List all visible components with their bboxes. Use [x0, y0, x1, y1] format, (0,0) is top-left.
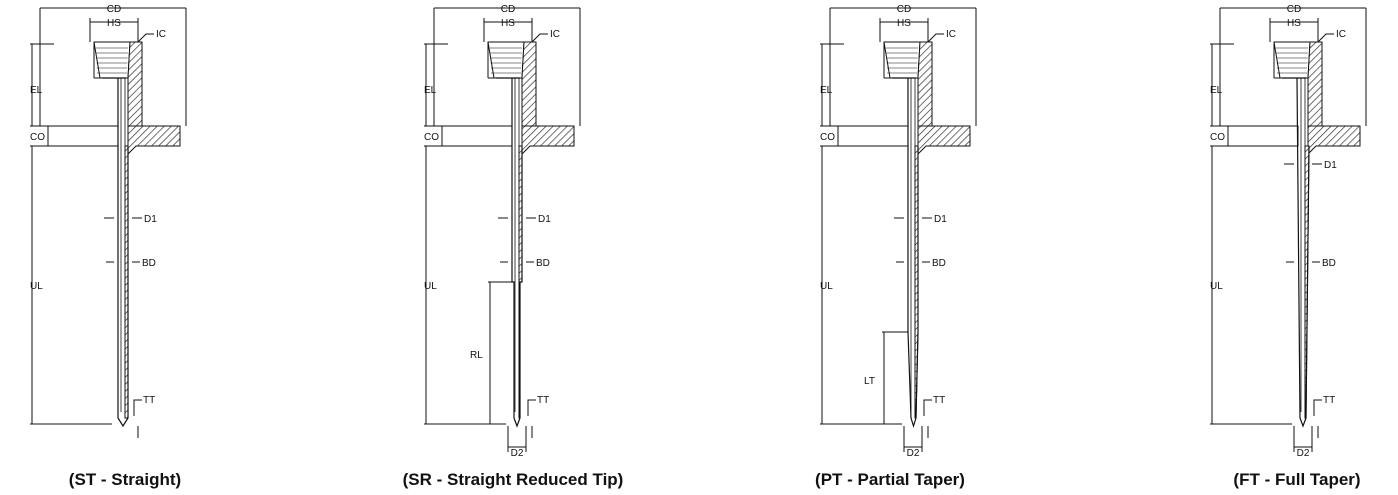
view4-cd-label: CD [1287, 4, 1301, 15]
view2-flange-left [441, 125, 513, 147]
view3-tt-leader [923, 399, 932, 416]
view4-tt-label: TT [1323, 395, 1335, 406]
view1-el-label: EL [30, 85, 43, 96]
caption-partial-taper: (PT - Partial Taper) [815, 470, 965, 489]
view3-flange-right-section [917, 125, 971, 156]
view2-head-cavity [487, 41, 525, 79]
view3-ul-label: UL [820, 281, 833, 292]
view1-tip [117, 417, 129, 428]
view3-lt-label: LT [864, 376, 875, 387]
view3-stem-right-edge [915, 146, 919, 419]
view2-rl-label: RL [470, 350, 483, 361]
view4-hs-label: HS [1287, 18, 1301, 29]
view2-tt-label: TT [537, 395, 549, 406]
view2-stem-right-edge [519, 146, 523, 418]
view2-d1-label: D1 [538, 214, 551, 225]
view4-flange-left [1227, 125, 1299, 147]
view1-flange-right-section [127, 125, 181, 156]
view4-tt-leader [1313, 399, 1322, 416]
view2-cd-label: CD [501, 4, 515, 15]
view1-bd-label: BD [142, 258, 156, 269]
view4-ul-label: UL [1210, 281, 1223, 292]
caption-straight-reduced-tip: (SR - Straight Reduced Tip) [402, 470, 624, 489]
view3-bd-label: BD [932, 258, 946, 269]
view2-flange-right-section [521, 125, 575, 156]
view4-stem-left-edge [1296, 77, 1301, 419]
view4-d1-label: D1 [1324, 160, 1337, 171]
view2-stem-left-edge [511, 78, 515, 418]
view1-cd-label: CD [107, 4, 121, 15]
view2-hs-label: HS [501, 18, 515, 29]
view3-tip [910, 417, 917, 429]
view1-ul-label: UL [30, 281, 43, 292]
view4-flange-right-section [1307, 125, 1361, 156]
view2-bd-label: BD [536, 258, 550, 269]
view1-d1-label: D1 [144, 214, 157, 225]
view4-tip [1299, 417, 1307, 428]
view4-d2-label: D2 [1297, 448, 1310, 459]
view1-tt-leader [133, 399, 142, 416]
view2-head-section [521, 41, 537, 127]
view1-head-cavity [93, 41, 131, 79]
view3-ic-label: IC [946, 29, 956, 40]
view3-head-section [917, 41, 933, 127]
view1-tt-label: TT [143, 395, 155, 406]
view1-head-section [127, 41, 143, 127]
view4-el-label: EL [1210, 85, 1223, 96]
view4-stem-right-edge [1305, 145, 1310, 419]
view4-ic-label: IC [1336, 29, 1346, 40]
view4-head-section [1307, 41, 1323, 127]
caption-straight: (ST - Straight) [68, 470, 182, 489]
view2-el-label: EL [424, 85, 437, 96]
view3-hs-label: HS [897, 18, 911, 29]
view1-ic-label: IC [156, 29, 166, 40]
view3-el-label: EL [820, 85, 833, 96]
view1-hs-label: HS [107, 18, 121, 29]
view3-stem-left-edge [907, 78, 912, 419]
view2-tt-leader [527, 399, 536, 416]
view3-head-cavity [883, 41, 921, 79]
view3-d1-label: D1 [934, 214, 947, 225]
view3-co-label: CO [820, 132, 835, 143]
view3-tt-label: TT [933, 395, 945, 406]
view4-head-cavity [1273, 41, 1311, 79]
view3-flange-left [837, 125, 909, 147]
view2-d2-label: D2 [511, 448, 524, 459]
view1-co-label: CO [30, 132, 45, 143]
view2-co-label: CO [424, 132, 439, 143]
view2-ic-label: IC [550, 29, 560, 40]
caption-full-taper: (FT - Full Taper) [1233, 470, 1361, 489]
view2-ul-label: UL [424, 281, 437, 292]
view3-cd-label: CD [897, 4, 911, 15]
view3-d2-label: D2 [907, 448, 920, 459]
view4-bd-label: BD [1322, 258, 1336, 269]
view2-tip [513, 417, 521, 428]
view1-flange-left [47, 125, 119, 147]
view4-co-label: CO [1210, 132, 1225, 143]
